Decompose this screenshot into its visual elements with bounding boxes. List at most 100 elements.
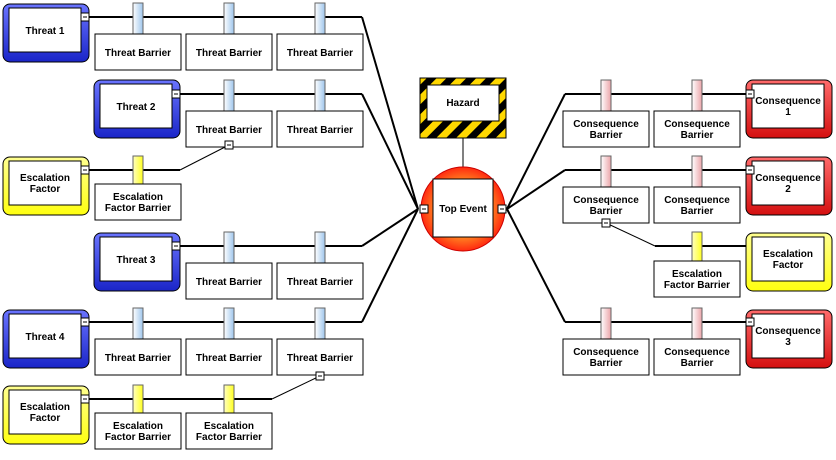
threat-barrier-4-2-label: Threat Barrier xyxy=(196,353,262,364)
threat-3-toggle[interactable] xyxy=(171,241,181,251)
consequence-barrier-1-1-label-line1: Consequence xyxy=(573,119,639,130)
escalation-factor-left-1-label-line2: Factor xyxy=(30,184,61,195)
consequence-barrier-2-2-label-line1: Consequence xyxy=(664,195,730,206)
consequence-barrier-3-2-label-line2: Barrier xyxy=(681,358,714,369)
consequence-barrier-3-1-box xyxy=(562,338,650,376)
threat-barrier-1-3[interactable]: Threat Barrier xyxy=(276,2,364,71)
connector-line xyxy=(361,16,419,210)
threat-barrier-1-2[interactable]: Threat Barrier xyxy=(185,2,273,71)
threat-node-3[interactable]: Threat 3 xyxy=(93,232,181,292)
hazard-panel xyxy=(426,84,500,122)
threat-barrier-1-1-bar xyxy=(132,2,144,35)
connector-line xyxy=(506,169,566,210)
escalation-factor-barrier-4-bar xyxy=(691,231,703,262)
consequence-barrier-3-1-label-line2: Barrier xyxy=(590,358,623,369)
escalation-factor-barrier-3-bar xyxy=(223,384,235,414)
connector-line xyxy=(271,375,321,400)
threat-node-2[interactable]: Threat 2 xyxy=(93,79,181,139)
escalation-factor-barrier-1-box xyxy=(94,183,182,221)
threat-barrier-2-1[interactable]: Threat Barrier xyxy=(185,79,273,148)
connector-line xyxy=(605,222,656,247)
top-event-node[interactable]: Top Event xyxy=(420,166,506,252)
threat-1-toggle[interactable] xyxy=(80,12,90,22)
consequence-barrier-3-1-bar xyxy=(600,307,612,340)
top-event-panel xyxy=(432,178,494,238)
escalation-factor-right-label-line1: Escalation xyxy=(763,249,813,260)
threat-node-1[interactable]: Threat 1 xyxy=(2,3,90,63)
consequence-1-toggle[interactable] xyxy=(745,89,755,99)
threat-barrier-4-1-bar xyxy=(132,307,144,340)
top-event-right-toggle[interactable] xyxy=(497,204,507,214)
threat-4-toggle[interactable] xyxy=(80,317,90,327)
escalation-factor-left-1-toggle[interactable] xyxy=(80,165,90,175)
threat-barrier-4-2[interactable]: Threat Barrier xyxy=(185,307,273,376)
top-event-label: Top Event xyxy=(439,204,487,215)
threat-barrier-2-2-box xyxy=(276,110,364,148)
threat-barrier-4-3[interactable]: Threat Barrier xyxy=(276,307,364,376)
consequence-node-1-label-line1: Consequence xyxy=(755,96,821,107)
threat-barrier-2-2-bar xyxy=(314,79,326,112)
threat-barrier-1-3-box xyxy=(276,33,364,71)
threat-barrier-2-2[interactable]: Threat Barrier xyxy=(276,79,364,148)
consequence-node-1-label-line2: 1 xyxy=(785,107,791,118)
threat-barrier-1-3-bar xyxy=(314,2,326,35)
consequence-3-toggle[interactable] xyxy=(745,317,755,327)
connector-line xyxy=(361,208,419,247)
escalation-factor-barrier-3-box xyxy=(185,412,273,450)
consequence-barrier-2-1-label-line2: Barrier xyxy=(590,206,623,217)
top-event-left-toggle[interactable] xyxy=(419,204,429,214)
threat-2-toggle[interactable] xyxy=(171,89,181,99)
threat-barrier-2-1-bar xyxy=(223,79,235,112)
threat-barrier-2-1-toggle[interactable] xyxy=(224,140,234,150)
threat-barrier-4-3-box xyxy=(276,338,364,376)
consequence-barrier-1-1-box xyxy=(562,110,650,148)
threat-node-4-label: Threat 4 xyxy=(26,332,65,343)
consequence-barrier-2-1-toggle[interactable] xyxy=(601,218,611,228)
threat-barrier-4-2-bar xyxy=(223,307,235,340)
consequence-barrier-1-2-bar xyxy=(691,79,703,112)
consequence-barrier-3-1-label-line1: Consequence xyxy=(573,347,639,358)
escalation-factor-left-2-toggle[interactable] xyxy=(80,394,90,404)
hazard-node[interactable]: Hazard xyxy=(419,77,507,139)
threat-barrier-1-1-label: Threat Barrier xyxy=(105,48,171,59)
consequence-barrier-2-2-bar xyxy=(691,155,703,188)
consequence-2-toggle[interactable] xyxy=(745,165,755,175)
hazard-label: Hazard xyxy=(446,98,479,109)
escalation-factor-right-label-line2: Factor xyxy=(773,260,804,271)
escalation-factor-left-2-label-line1: Escalation xyxy=(20,402,70,413)
escalation-factor-barrier-1-bar xyxy=(132,155,144,185)
threat-barrier-3-1[interactable]: Threat Barrier xyxy=(185,231,273,300)
threat-barrier-2-1-box xyxy=(185,110,273,148)
consequence-barrier-1-2-label-line1: Consequence xyxy=(664,119,730,130)
threat-node-1-label: Threat 1 xyxy=(26,26,65,37)
consequence-node-3-label-line2: 3 xyxy=(785,337,791,348)
threat-barrier-4-2-box xyxy=(185,338,273,376)
consequence-barrier-2-2-box xyxy=(653,186,741,224)
threat-barrier-4-3-toggle[interactable] xyxy=(315,371,325,381)
escalation-factor-barrier-3-label-line2: Factor Barrier xyxy=(196,432,262,443)
threat-barrier-3-2-bar xyxy=(314,231,326,264)
threat-barrier-4-1[interactable]: Threat Barrier xyxy=(94,307,182,376)
consequence-barrier-1-2-label-line2: Barrier xyxy=(681,130,714,141)
threat-node-4[interactable]: Threat 4 xyxy=(2,309,90,369)
threat-barrier-3-2[interactable]: Threat Barrier xyxy=(276,231,364,300)
threat-barrier-1-1[interactable]: Threat Barrier xyxy=(94,2,182,71)
threat-node-2-label: Threat 2 xyxy=(117,102,156,113)
